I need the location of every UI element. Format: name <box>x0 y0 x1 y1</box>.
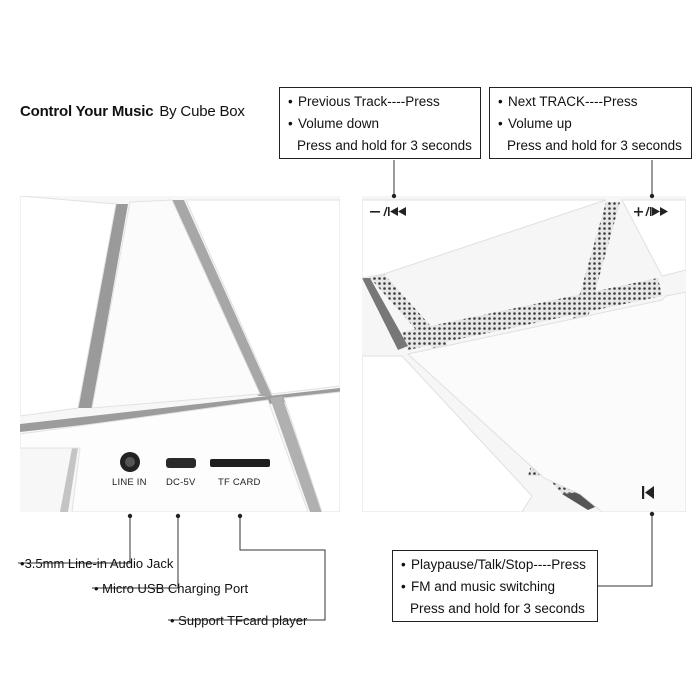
callout-text: Previous Track----Press <box>298 94 440 109</box>
next-icon[interactable] <box>634 206 668 217</box>
title-text: Control Your Music <box>20 103 154 120</box>
callout-row: •Next TRACK----Press <box>498 94 638 109</box>
feature-usb: • Micro USB Charging Port <box>94 581 249 596</box>
line-in-jack-hole <box>125 457 135 467</box>
callout-row: •Volume down <box>288 116 380 131</box>
callout-text: Press and hold for 3 seconds <box>507 138 682 153</box>
cube-gap <box>76 204 128 408</box>
cube-edge <box>362 278 408 350</box>
next-track-callout: •Next TRACK----Press •Volume up Press an… <box>489 87 692 159</box>
callout-text: Press and hold for 3 seconds <box>297 138 472 153</box>
cube-panel <box>20 399 309 512</box>
feature-text: Support TFcard player <box>178 613 308 628</box>
line-in-label: LINE IN <box>112 477 147 488</box>
cube-gap <box>20 388 340 432</box>
callout-row: •Volume up <box>498 116 572 131</box>
feature-text: Micro USB Charging Port <box>102 581 249 596</box>
cube-front-view <box>20 196 340 512</box>
cube-gap <box>270 396 322 512</box>
cube-gap <box>60 448 78 512</box>
cube-panel <box>91 199 261 409</box>
cube-panel <box>185 199 340 395</box>
micro-usb-port <box>166 458 196 468</box>
play-pause-callout: •Playpause/Talk/Stop----Press •FM and mu… <box>392 550 598 622</box>
callout-row: •FM and music switching <box>401 579 556 594</box>
callout-text: Volume up <box>508 116 572 131</box>
callout-row: Press and hold for 3 seconds <box>288 135 474 157</box>
cube-panel <box>406 291 686 512</box>
cube-panel <box>621 199 686 277</box>
cube-edge <box>562 492 602 510</box>
previous-track-callout: •Previous Track----Press •Volume down Pr… <box>279 87 481 159</box>
subtitle-text: By Cube Box <box>159 103 245 120</box>
callout-text: Playpause/Talk/Stop----Press <box>411 557 586 572</box>
callout-row: •Previous Track----Press <box>288 94 440 109</box>
play-pause-icon[interactable] <box>642 486 654 499</box>
cube-panel <box>362 199 607 279</box>
cube-panel <box>362 355 533 512</box>
callout-row: •Playpause/Talk/Stop----Press <box>401 557 586 572</box>
feature-line-in: •3.5mm Line-in Audio Jack <box>20 556 174 571</box>
tf-card-label: TF CARD <box>218 477 261 488</box>
cube-top-view <box>362 196 686 512</box>
page-title: Control Your Music By Cube Box <box>20 103 245 120</box>
feature-tf: • Support TFcard player <box>170 613 308 628</box>
callout-text: FM and music switching <box>411 579 556 594</box>
tf-card-slot <box>210 459 270 467</box>
previous-icon[interactable] <box>370 206 406 217</box>
callout-text: Next TRACK----Press <box>508 94 638 109</box>
dc-label: DC-5V <box>166 477 196 488</box>
cube-panel <box>20 196 117 417</box>
callout-row: Press and hold for 3 seconds <box>401 598 591 620</box>
callout-text: Volume down <box>298 116 380 131</box>
callout-row: Press and hold for 3 seconds <box>498 135 685 157</box>
feature-text: 3.5mm Line-in Audio Jack <box>24 556 174 571</box>
callout-text: Press and hold for 3 seconds <box>410 601 585 616</box>
cube-gap <box>172 200 272 396</box>
cube-panel <box>283 391 340 512</box>
speaker-grill <box>402 278 662 350</box>
